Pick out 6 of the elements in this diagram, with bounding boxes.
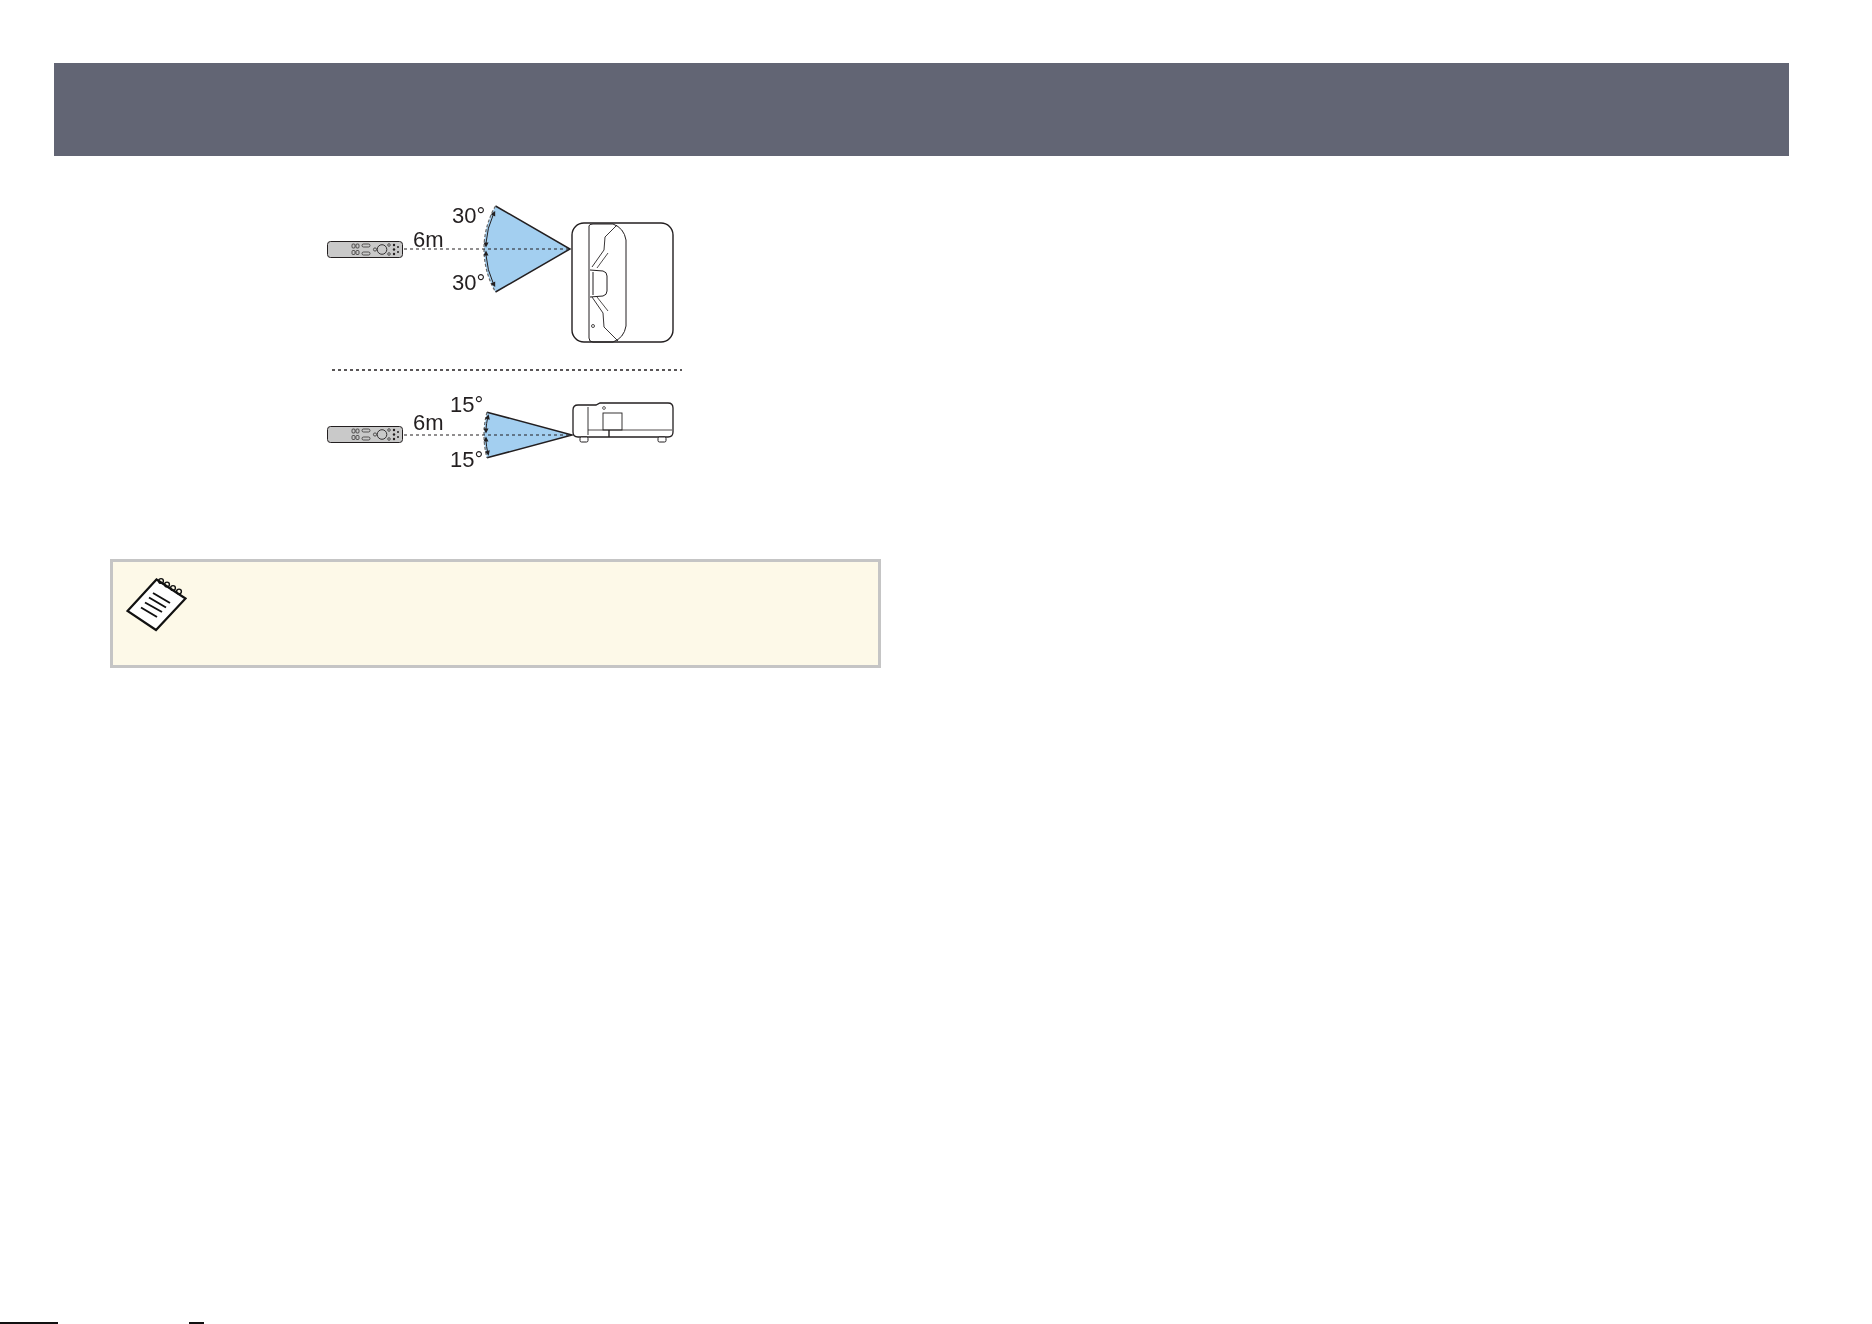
- distance-label: 6m: [413, 412, 444, 434]
- angle-label: 15°: [450, 449, 484, 471]
- distance-label: 6m: [413, 229, 444, 251]
- angle-label: 30°: [452, 272, 486, 294]
- angle-label: 15°: [450, 394, 484, 416]
- angle-label: 30°: [452, 205, 486, 227]
